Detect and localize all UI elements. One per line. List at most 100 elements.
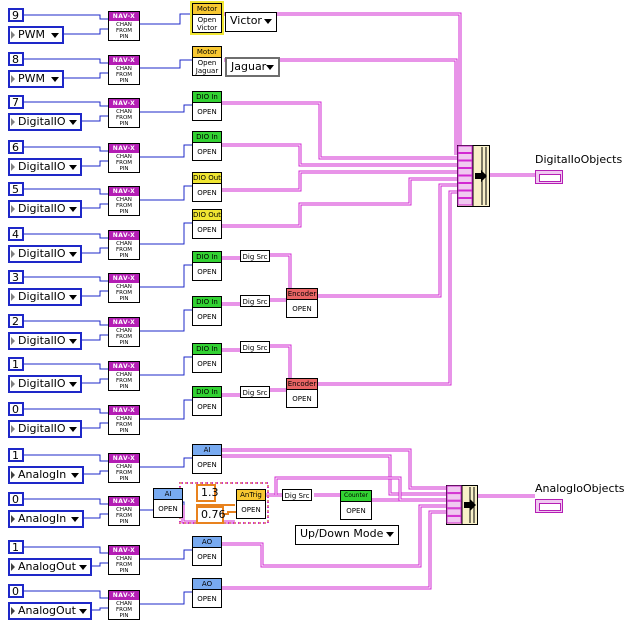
dig-src-property[interactable]: Dig Src: [240, 341, 270, 353]
wire-pin-5: [24, 233, 108, 239]
channel-type-enum[interactable]: AnalogOut: [8, 602, 92, 620]
pin-number-constant[interactable]: 8: [8, 52, 24, 66]
pin-number-text: 0: [12, 403, 19, 416]
pin-number-constant[interactable]: 4: [8, 227, 24, 241]
channel-type-enum[interactable]: DigitalIO: [8, 113, 82, 131]
pin-number-constant[interactable]: 0: [8, 402, 24, 416]
pin-number-constant[interactable]: 1: [8, 448, 24, 462]
channel-type-enum[interactable]: DigitalIO: [8, 245, 82, 263]
dig-src-property[interactable]: Dig Src: [240, 295, 270, 307]
indicator-terminal[interactable]: [535, 170, 563, 184]
trigger-level-constant[interactable]: 1.3: [196, 484, 219, 502]
channel-type-enum[interactable]: AnalogIn: [8, 466, 84, 484]
pin-number-constant[interactable]: 5: [8, 182, 24, 196]
open-vi-header: DIO In: [193, 252, 221, 263]
channel-type-enum[interactable]: DigitalIO: [8, 375, 82, 393]
ref-digital-3: [222, 143, 460, 167]
dig-src-property[interactable]: Dig Src: [240, 250, 270, 262]
channel-type-enum[interactable]: PWM: [8, 26, 64, 44]
motor-type-ring[interactable]: Victor: [225, 12, 277, 32]
channel-type-enum[interactable]: DigitalIO: [8, 420, 82, 438]
pin-number-constant[interactable]: 2: [8, 314, 24, 328]
chan-from-pin-text: CHAN: [116, 66, 132, 72]
ref-digital-4: [222, 170, 460, 192]
dig-src-property[interactable]: Dig Src: [240, 386, 270, 398]
chan-from-pin-header: NAV-X: [109, 99, 139, 108]
enum-terminal-icon: [11, 163, 15, 171]
counter-body: OPEN: [346, 507, 366, 515]
chevron-down-icon: [69, 295, 77, 300]
channel-type-enum[interactable]: AnalogIn: [8, 510, 84, 528]
chan-from-pin-text: FROM: [115, 115, 133, 121]
pin-number-text: 1: [12, 541, 19, 554]
channel-type-enum[interactable]: AnalogOut: [8, 558, 92, 576]
open-vi-header: AO: [193, 579, 221, 590]
digital-build-array[interactable]: [457, 145, 490, 207]
enum-terminal-icon: [11, 118, 15, 126]
chan-from-pin-header: NAV-X: [109, 546, 139, 555]
motor-type-ring[interactable]: Jaguar: [225, 57, 280, 77]
pin-number-constant[interactable]: 6: [8, 140, 24, 154]
indicator-label: AnalogIoObjects: [535, 482, 624, 495]
analog-build-array[interactable]: [446, 485, 478, 525]
pin-number-constant[interactable]: 1: [8, 357, 24, 371]
pin-number-constant[interactable]: 7: [8, 95, 24, 109]
pin-number-constant[interactable]: 9: [8, 8, 24, 22]
chan-from-pin-text: CHAN: [116, 416, 132, 422]
channel-type-enum[interactable]: DigitalIO: [8, 158, 82, 176]
build-array-input: [457, 168, 473, 176]
dig-src-property[interactable]: Dig Src: [282, 489, 312, 501]
counter-mode-ring[interactable]: Up/Down Mode: [295, 525, 399, 545]
ref-analog-0-core: [222, 449, 446, 489]
ref-digital-6-core: [318, 184, 460, 297]
pin-number-constant[interactable]: 3: [8, 270, 24, 284]
wire-pin-13: [24, 590, 108, 599]
channel-type-enum[interactable]: DigitalIO: [8, 200, 82, 218]
chan-from-pin-text: PIN: [119, 296, 129, 302]
chevron-down-icon: [69, 207, 77, 212]
pin-number-constant[interactable]: 0: [8, 584, 24, 598]
channel-type-enum[interactable]: PWM: [8, 70, 64, 88]
chan-from-pin-text: FROM: [115, 72, 133, 78]
channel-type-enum[interactable]: DigitalIO: [8, 288, 82, 306]
pin-number-constant[interactable]: 0: [8, 492, 24, 506]
wire-pin-4: [24, 188, 108, 195]
channel-type-enum[interactable]: DigitalIO: [8, 332, 82, 350]
trigger-level-constant[interactable]: 0.76: [196, 506, 226, 524]
pin-number-constant[interactable]: 1: [8, 540, 24, 554]
indicator-terminal[interactable]: [535, 499, 563, 513]
